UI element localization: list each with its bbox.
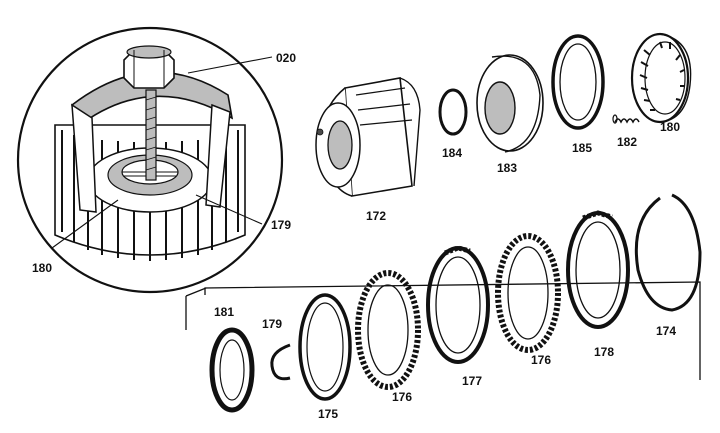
label-183: 183 (497, 161, 517, 175)
label-020: 020 (276, 51, 296, 65)
spring-compressor-tool (71, 45, 234, 213)
part-172-hub (315, 77, 421, 197)
part-176-friction-plate-a (355, 270, 421, 390)
label-174: 174 (656, 324, 676, 338)
label-184: 184 (442, 146, 462, 160)
part-180-spring-assembly (630, 32, 692, 124)
label-180-inset: 180 (32, 261, 52, 275)
clutch-drum (54, 124, 246, 261)
part-183-piston (476, 54, 544, 153)
part-179-snap-ring (270, 343, 291, 381)
inset-tool-view (16, 26, 284, 294)
label-179: 179 (262, 317, 282, 331)
label-177: 177 (462, 374, 482, 388)
part-177-plate (426, 245, 490, 364)
label-180-top: 180 (660, 120, 680, 134)
label-181: 181 (214, 305, 234, 319)
label-178: 178 (594, 345, 614, 359)
label-176-a: 176 (392, 390, 412, 404)
part-181-ring (209, 327, 255, 413)
bracket-corner (185, 287, 207, 297)
part-176-friction-plate-b (495, 233, 561, 353)
part-182-spring (612, 114, 640, 124)
label-176-b: 176 (531, 353, 551, 367)
label-175: 175 (318, 407, 338, 421)
part-175-ring (298, 293, 352, 401)
label-185: 185 (572, 141, 592, 155)
label-182: 182 (617, 135, 637, 149)
label-179-inset: 179 (271, 218, 291, 232)
part-185-ring (551, 34, 605, 130)
group-bracket (204, 281, 701, 380)
label-172: 172 (366, 209, 386, 223)
part-178-plate (566, 210, 630, 329)
part-184-ring (438, 88, 468, 136)
part-174-snap-ring (634, 193, 702, 312)
